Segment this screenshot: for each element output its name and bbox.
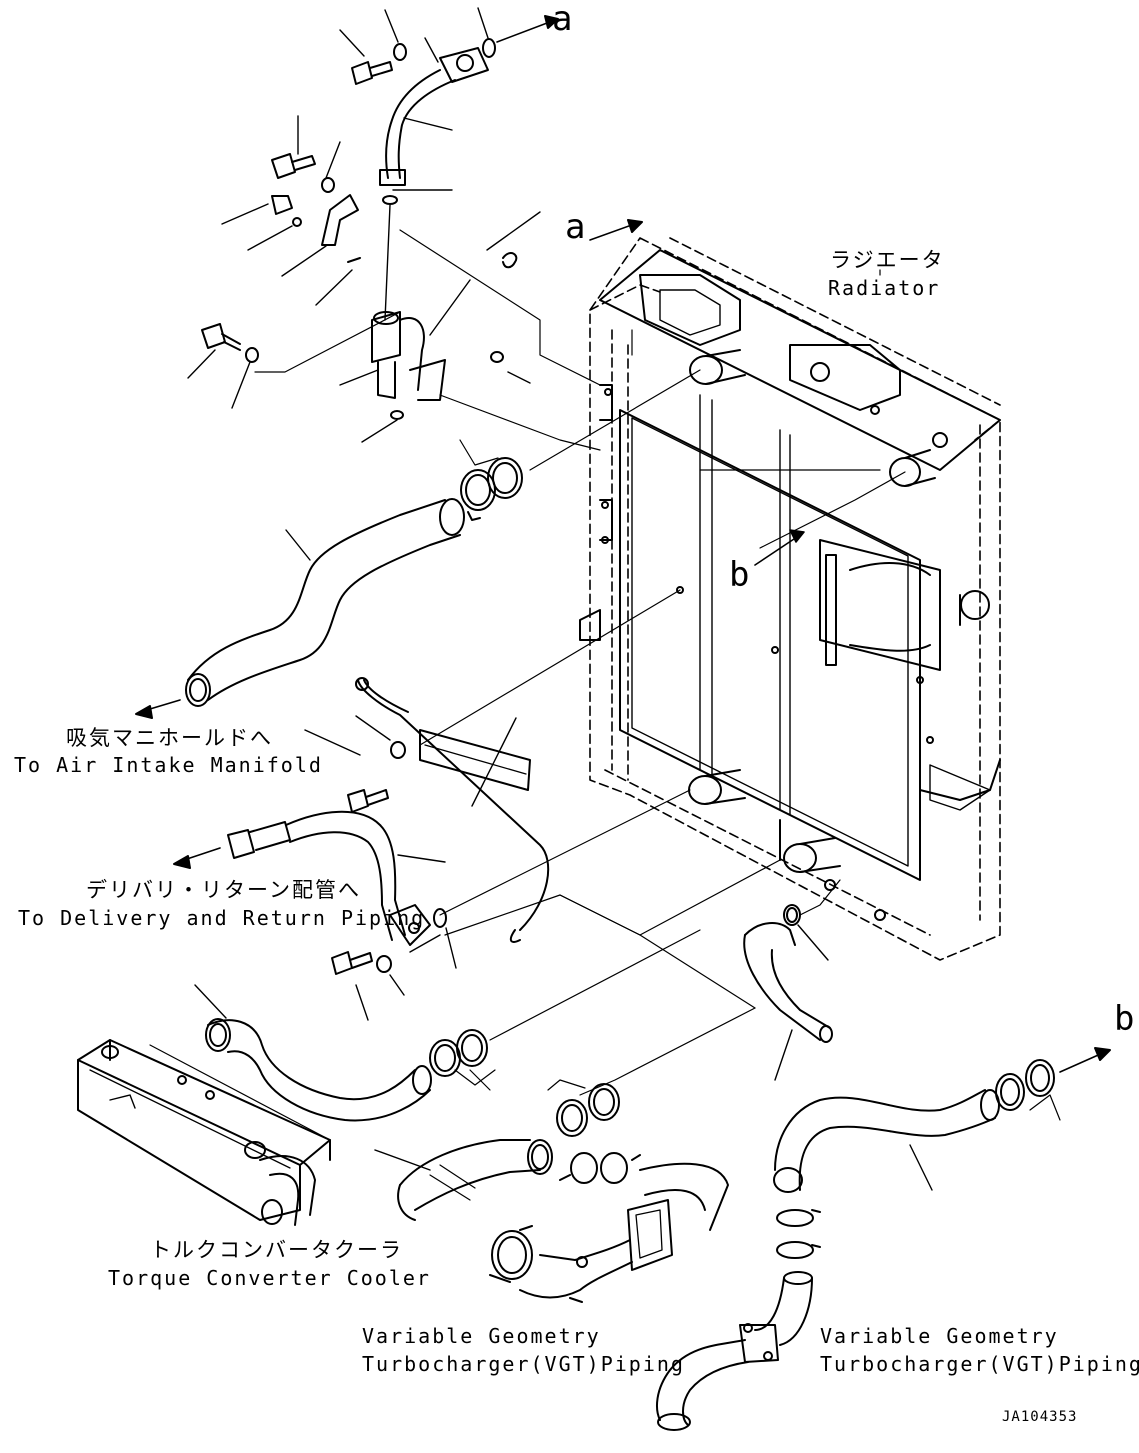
radiator-assembly (579, 237, 1001, 961)
label-vgt-left-line2: Turbocharger(VGT)Piping (362, 1352, 685, 1376)
leader-lines (559, 269, 906, 1009)
callout-b-radiator: b (729, 555, 750, 595)
label-air-intake-en: To Air Intake Manifold (14, 753, 323, 777)
label-radiator-en: Radiator (828, 276, 941, 300)
label-vgt-right-line2: Turbocharger(VGT)Piping (820, 1352, 1139, 1376)
label-radiator-jp: ラジエータ (830, 248, 945, 272)
label-delivery-en: To Delivery and Return Piping (18, 906, 426, 930)
label-delivery-jp: デリバリ・リターン配管へ (86, 878, 361, 902)
air-intake-hose (135, 498, 465, 719)
cooler-hose (194, 929, 701, 1122)
callout-b-right: b (1114, 999, 1135, 1039)
label-torque-converter-en: Torque Converter Cooler (108, 1266, 431, 1290)
small-hose (743, 879, 841, 1081)
sensor-harness (304, 589, 681, 943)
delivery-return-hose (173, 789, 781, 1021)
torque-converter-cooler (77, 1039, 331, 1226)
label-vgt-right-line1: Variable Geometry (820, 1324, 1059, 1348)
vgt-piping-right (656, 1047, 1111, 1431)
label-air-intake-jp: 吸気マニホールドへ (66, 726, 273, 750)
label-torque-converter-jp: トルクコンバータクーラ (150, 1238, 403, 1262)
vgt-piping-left (374, 1007, 756, 1303)
label-vgt-left-line1: Variable Geometry (362, 1324, 601, 1348)
upper-fittings (187, 7, 643, 451)
drawing-id: JA104353 (1002, 1409, 1078, 1425)
callout-a-top: a (552, 0, 573, 39)
callout-a-radiator: a (565, 207, 586, 247)
upper-clamps (459, 369, 881, 521)
